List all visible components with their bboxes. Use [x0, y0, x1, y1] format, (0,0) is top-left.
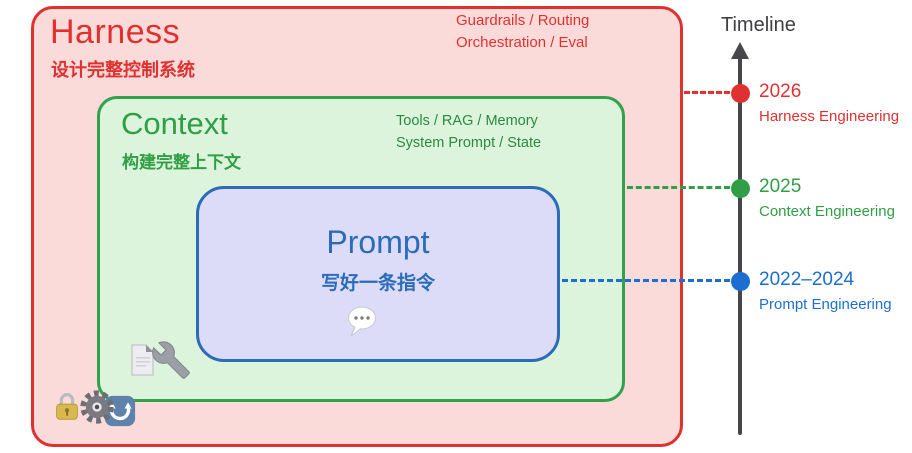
speech-balloon-icon [344, 303, 380, 343]
connector-context [627, 186, 730, 189]
milestone-label: Prompt Engineering [759, 296, 892, 313]
timeline-axis [738, 56, 742, 435]
milestone-context: 2025 Context Engineering [759, 176, 895, 220]
context-title: Context [121, 106, 228, 141]
timeline-arrowhead-icon [731, 42, 749, 59]
timeline-title: Timeline [721, 14, 796, 36]
timeline-dot-2025 [731, 179, 750, 198]
context-annotation-line1: Tools / RAG / Memory [396, 113, 538, 129]
harness-annotation-line2: Orchestration / Eval [456, 34, 588, 51]
milestone-year: 2026 [759, 81, 802, 102]
timeline-dot-2022-2024 [731, 272, 750, 291]
lock-icon [50, 388, 84, 424]
context-annotation-line2: System Prompt / State [396, 135, 542, 151]
timeline-dot-2026 [731, 84, 750, 103]
harness-title: Harness [50, 13, 181, 51]
prompt-title: Prompt [326, 224, 430, 260]
prompt-box [196, 186, 560, 362]
prompt-subtitle: 写好一条指令 [320, 273, 435, 294]
gear-icon [77, 387, 117, 427]
milestone-label: Harness Engineering [759, 108, 900, 125]
milestone-label: Context Engineering [759, 203, 895, 220]
connector-prompt [562, 279, 730, 282]
harness-subtitle: 设计完整控制系统 [51, 60, 195, 80]
milestone-year: 2025 [759, 176, 802, 197]
document-icon [126, 342, 158, 378]
connector-harness [684, 91, 730, 94]
harness-annotation: Guardrails / Routing Orchestration / Eva… [456, 10, 589, 54]
milestone-prompt: 2022–2024 Prompt Engineering [759, 269, 892, 313]
milestone-harness: 2026 Harness Engineering [759, 81, 899, 125]
context-annotation: Tools / RAG / Memory System Prompt / Sta… [396, 110, 541, 154]
harness-annotation-line1: Guardrails / Routing [456, 12, 590, 29]
milestone-year: 2022–2024 [759, 269, 855, 290]
wrench-icon [151, 339, 191, 381]
context-subtitle: 构建完整上下文 [122, 153, 241, 172]
